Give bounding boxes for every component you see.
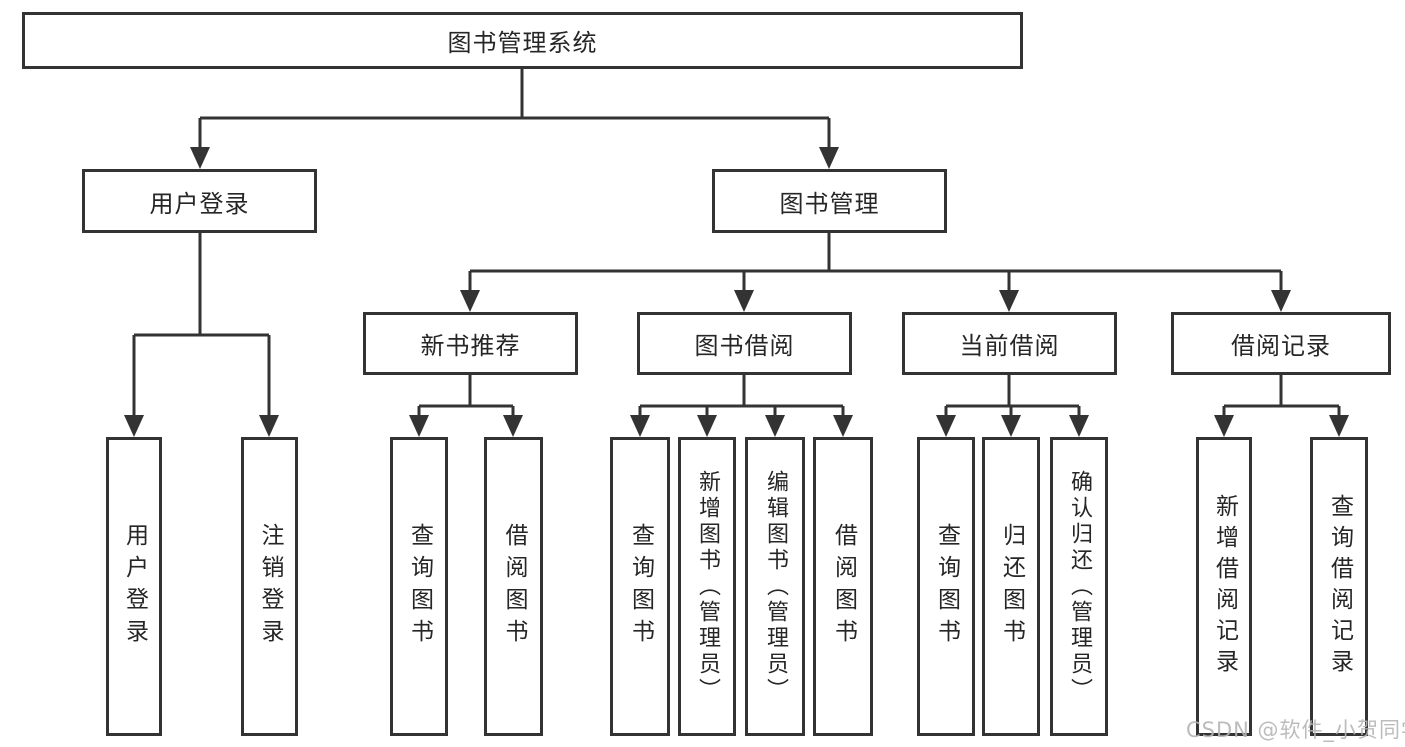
node-nbr-query-book: 查询图书 [390,437,448,736]
node-book-borrowing: 图书借阅 [637,312,852,375]
node-label: 当前借阅 [959,332,1060,360]
node-current-borrowing: 当前借阅 [902,312,1117,375]
node-user-login: 用户登录 [106,437,162,736]
node-label: 查询图书 [406,522,433,651]
node-cb-confirm-return-admin: 确认归还（管理员） [1050,437,1108,736]
node-bb-query-book: 查询图书 [610,437,670,736]
node-nbr-borrow-book: 借阅图书 [484,437,543,736]
node-label: 新书推荐 [420,332,521,360]
node-label: 新增借阅记录 [1211,493,1238,680]
node-new-book-recommend: 新书推荐 [363,312,578,375]
node-label: 借阅图书 [830,522,857,651]
node-label: 查询图书 [933,522,960,651]
node-label: 用户登录 [149,189,250,218]
node-bb-edit-book-admin: 编辑图书（管理员） [745,437,805,736]
node-label: 新增图书（管理员） [695,469,720,704]
node-bb-add-book-admin: 新增图书（管理员） [678,437,736,736]
node-label: 图书管理系统 [447,29,598,57]
node-label: 编辑图书（管理员） [763,469,788,704]
node-bb-borrow-book: 借阅图书 [813,437,873,736]
node-label: 归还图书 [998,522,1025,651]
node-label: 查询借阅记录 [1326,493,1353,680]
node-library-management-system: 图书管理系统 [22,12,1023,69]
node-book-management: 图书管理 [712,169,947,233]
node-label: 注销登录 [257,522,283,651]
node-borrowing-records: 借阅记录 [1171,312,1391,375]
node-br-query-record: 查询借阅记录 [1310,437,1368,736]
node-label: 图书管理 [779,189,880,218]
node-label: 确认归还（管理员） [1067,469,1092,704]
node-br-add-record: 新增借阅记录 [1196,437,1252,736]
node-cb-query-book: 查询图书 [917,437,975,736]
node-label: 借阅记录 [1231,332,1331,360]
node-logout: 注销登录 [241,437,298,736]
watermark-text: CSDN @软件_小贺同学 [1186,718,1405,742]
node-label: 借阅图书 [501,522,527,651]
node-user-login-group: 用户登录 [82,169,317,233]
node-label: 图书借阅 [694,332,795,360]
node-cb-return-book: 归还图书 [982,437,1040,736]
node-label: 查询图书 [627,522,654,651]
node-label: 用户登录 [121,522,148,651]
